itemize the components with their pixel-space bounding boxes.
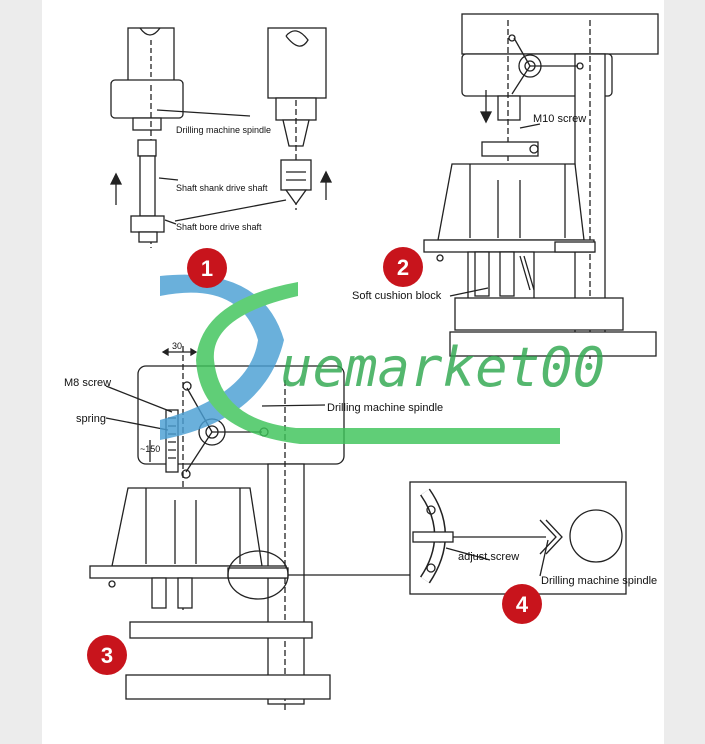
label-drilling-spindle-3: Drilling machine spindle xyxy=(327,402,443,414)
step-badge-1: 1 xyxy=(187,248,227,288)
step-badge-2: 2 xyxy=(383,247,423,287)
label-drilling-spindle-4: Drilling machine spindle xyxy=(541,575,657,587)
panel-4-adjust-detail xyxy=(409,481,627,595)
right-margin-band xyxy=(664,0,705,744)
dim-30: 30 xyxy=(172,341,182,351)
label-soft-cushion-block: Soft cushion block xyxy=(352,290,442,302)
step-number-3: 3 xyxy=(101,643,113,668)
label-adjust-screw: adjust screw xyxy=(458,551,519,563)
dim-150: ~150 xyxy=(140,444,160,454)
panel-2-drill-press-top xyxy=(423,13,659,360)
label-bore-drive-shaft: Shaft bore drive shaft xyxy=(176,222,262,232)
step-badge-3: 3 xyxy=(87,635,127,675)
label-shank-drive-shaft: Shaft shank drive shaft xyxy=(176,183,268,193)
watermark-text: uemarket00 xyxy=(280,336,605,399)
watermark: uemarket00 xyxy=(160,274,605,444)
label-m8-screw: M8 screw xyxy=(64,377,111,389)
step-number-2: 2 xyxy=(397,255,409,280)
panel-1-shaft-types xyxy=(109,27,333,248)
label-drilling-spindle-1: Drilling machine spindle xyxy=(176,125,271,135)
label-spring: spring xyxy=(76,413,106,425)
step-badge-4: 4 xyxy=(502,584,542,624)
label-m10-screw: M10 screw xyxy=(533,113,586,125)
step-number-1: 1 xyxy=(201,256,213,281)
left-margin-band xyxy=(0,0,42,744)
panel-3-drill-press-side xyxy=(89,346,410,710)
step-number-4: 4 xyxy=(516,592,529,617)
